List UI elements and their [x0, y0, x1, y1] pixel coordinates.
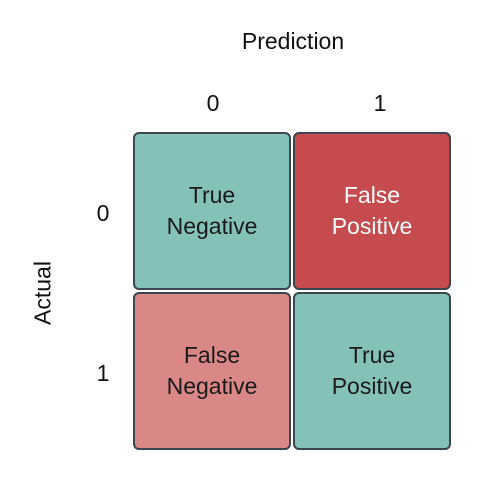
col-label-0: 0: [206, 90, 220, 116]
cell-true-negative-line1: True: [188, 182, 236, 208]
cell-true-positive: True Positive: [293, 292, 451, 450]
cell-false-negative-line2: Negative: [166, 373, 258, 399]
cell-true-negative: True Negative: [133, 132, 291, 290]
row-label-0: 0: [96, 200, 110, 226]
cell-true-positive-line1: True: [348, 342, 396, 368]
x-axis-title: Prediction: [241, 28, 345, 54]
cell-true-positive-line2: Positive: [331, 373, 413, 399]
cell-true-negative-line2: Negative: [166, 213, 258, 239]
cell-false-positive-line2: Positive: [331, 213, 413, 239]
row-label-1: 1: [96, 360, 110, 386]
cell-false-positive-line1: False: [343, 182, 401, 208]
col-label-1: 1: [373, 90, 387, 116]
cell-false-positive: False Positive: [293, 132, 451, 290]
y-axis-title: Actual: [29, 261, 56, 325]
cell-false-negative: False Negative: [133, 292, 291, 450]
cell-false-negative-line1: False: [183, 342, 241, 368]
